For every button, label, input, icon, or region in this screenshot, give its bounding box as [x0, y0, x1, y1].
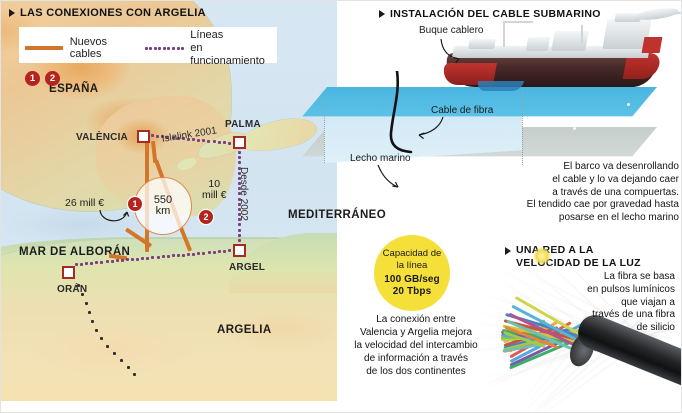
node-palma[interactable] [233, 136, 246, 149]
badge-cable-2: 2 [199, 210, 213, 224]
ship-midship-housing [551, 31, 589, 51]
legend-badge-1: 1 [25, 70, 40, 86]
fibre-bundle-illustration [467, 229, 681, 412]
node-argel[interactable] [233, 244, 246, 257]
ship-keel [475, 81, 525, 91]
label-seabed: Lecho marino [350, 153, 411, 164]
install-section-header: INSTALACIÓN DEL CABLE SUBMARINO [379, 8, 601, 20]
capacity-description: La conexión entre Valencia y Argelia mej… [321, 313, 511, 378]
light-description: La fibra se basa en pulsos lumínicos que… [479, 271, 675, 335]
bubble-2 [573, 127, 576, 130]
ship-label-pointer-icon [440, 38, 460, 64]
label-argel: ARGEL [229, 262, 265, 273]
fibre-cable-label-pointer-icon [418, 116, 444, 140]
label-algeria: ARGELIA [217, 324, 272, 336]
node-valencia[interactable] [137, 130, 150, 143]
annotation-desde-2002: Desde 2002 [238, 167, 249, 221]
triangle-bullet-icon [9, 9, 15, 17]
label-mediterranean: MEDITERRÁNEO [288, 209, 387, 221]
bubble-3 [627, 103, 630, 106]
capacity-value-line-1: 100 GB/seg [384, 273, 440, 285]
map-legend: Nuevos cables Líneas en funcionamiento 1… [19, 27, 277, 86]
install-description-line-1: El barco va desenrollando [563, 161, 679, 172]
light-description-line-5: de silicio [636, 322, 675, 334]
label-palma: PALMA [225, 119, 261, 130]
annotation-cost-2-line2: mill € [202, 189, 227, 202]
annotation-distance-circle: 550 km [134, 177, 192, 235]
ship-helideck [634, 5, 680, 23]
capacity-title-line-1: Capacidad de [382, 248, 442, 260]
label-spain: ESPAÑA [49, 83, 99, 95]
bubble-4 [403, 151, 407, 155]
map-section-header: LAS CONEXIONES CON ARGELIA [9, 7, 206, 19]
light-description-line-1: La fibra se basa [603, 271, 675, 282]
annotation-distance-value: 550 [153, 193, 173, 206]
cost-1-pointer-icon [99, 209, 130, 222]
annotation-cost-2-line1: 10 [208, 178, 221, 190]
legend-badge-2: 2 [45, 70, 60, 86]
legend-existing-line-label-1: Líneas [190, 29, 224, 41]
ship-forward-housing [525, 37, 551, 51]
legend-badges: 1 2 [25, 70, 60, 86]
capacity-description-line-1: La conexión entre [376, 314, 456, 325]
ship-crane-mast [503, 21, 505, 47]
label-valencia: VALÈNCIA [76, 132, 128, 143]
water-edge-guide-left [324, 101, 325, 163]
install-description: El barco va desenrollando el cable y lo … [469, 161, 679, 225]
legend-new-cable-swatch [25, 46, 63, 51]
fibre-cable-path-icon [389, 71, 413, 154]
legend-new-cable-label: Nuevos cables [69, 36, 108, 61]
label-oran: ORÁN [57, 284, 88, 295]
capacity-title-line-2: la línea [396, 259, 428, 271]
map-section-header-text: LAS CONEXIONES CON ARGELIA [20, 7, 206, 19]
install-description-line-5: posarse en el lecho marino [558, 212, 679, 224]
ship-antenna [581, 25, 583, 43]
cable-segment-valencia-south [145, 140, 149, 168]
ship-crane-arm [503, 21, 533, 23]
ship-bow-housing [468, 39, 496, 49]
legend-existing-line-label-2: en funcionamiento [190, 41, 265, 67]
seabed-label-pointer-icon [377, 164, 399, 188]
light-description-line-4: través de una fibra [592, 309, 675, 321]
annotation-distance-unit: km [155, 205, 171, 217]
annotation-cost-1: 26 mill € [65, 197, 105, 209]
light-description-line-2: en pulsos lumínicos [587, 283, 675, 295]
label-fibre-cable: Cable de fibra [431, 105, 494, 116]
node-oran[interactable] [62, 266, 75, 279]
triangle-bullet-icon-2 [379, 10, 385, 18]
badge-cable-1: 1 [128, 197, 142, 211]
light-description-line-3: que viajan a [621, 296, 675, 308]
capacity-description-line-2: Valencia y Argelia mejora [359, 327, 473, 338]
legend-existing-line-swatch [144, 46, 185, 50]
capacity-description-line-4: de información a través [364, 353, 468, 364]
annotation-cost-2: 10 mill € [202, 178, 227, 202]
install-description-line-2: el cable y lo va dejando caer [552, 173, 679, 185]
capacity-badge: Capacidad de la línea 100 GB/seg 20 Tbps [374, 235, 450, 311]
ship-stern-block [641, 37, 663, 53]
capacity-description-line-5: de los dos continentes [366, 366, 466, 377]
label-ship: Buque cablero [419, 25, 484, 36]
capacity-value-line-2: 20 Tbps [392, 285, 432, 297]
install-section-header-text: INSTALACIÓN DEL CABLE SUBMARINO [390, 8, 601, 20]
capacity-description-line-3: la velocidad del intercambio [354, 340, 478, 351]
install-description-line-4: El tendido cae por gravedad hasta [526, 199, 679, 211]
map-panel: ESPAÑA MAR DE ALBORÁN ARGELIA VALÈNCIA P… [1, 1, 337, 401]
bubble-5 [409, 159, 412, 162]
water-edge-guide-right [522, 89, 523, 165]
install-description-line-3: a través de una compuertas. [552, 186, 679, 198]
right-panel: INSTALACIÓN DEL CABLE SUBMARINO [302, 1, 681, 412]
cable-laying-ship [429, 5, 681, 99]
label-alboran-sea: MAR DE ALBORÁN [19, 246, 131, 258]
bubble-1 [567, 119, 571, 123]
